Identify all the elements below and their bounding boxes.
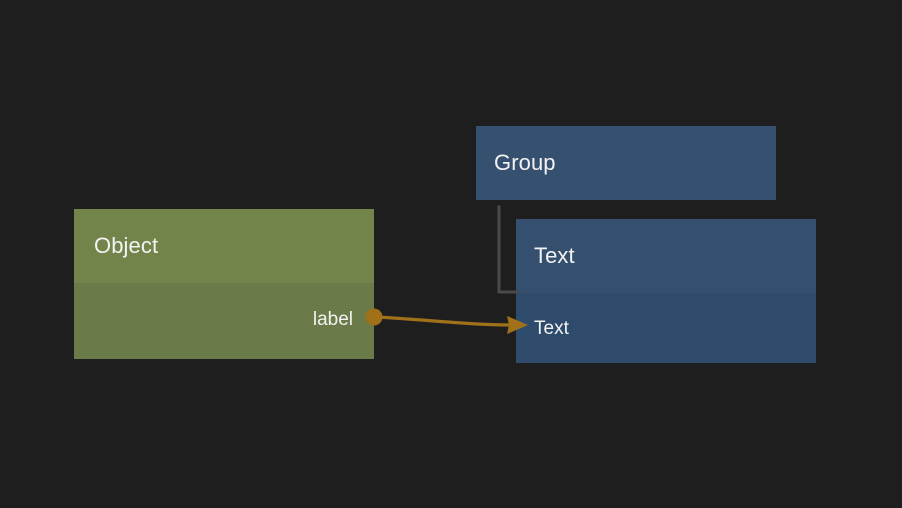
node-object-header[interactable]: Object <box>74 209 374 283</box>
node-group-header[interactable]: Group <box>476 126 776 200</box>
node-text-title: Text <box>534 243 575 268</box>
node-object-body[interactable]: label <box>74 283 374 359</box>
node-group-title: Group <box>494 150 556 175</box>
node-group[interactable]: Group <box>476 126 776 200</box>
node-text-row-label: Text <box>534 317 569 339</box>
node-object-port-row[interactable]: label <box>313 310 353 329</box>
node-object[interactable]: Object label <box>74 209 374 359</box>
node-text-header[interactable]: Text <box>516 219 816 293</box>
group-to-text-bracket <box>497 205 519 294</box>
node-object-port-label: label <box>312 309 353 330</box>
node-text[interactable]: Text Text <box>516 219 816 363</box>
node-object-title: Object <box>94 233 159 258</box>
edge-object-label-to-text <box>374 315 516 327</box>
node-text-body[interactable]: Text <box>516 293 816 363</box>
